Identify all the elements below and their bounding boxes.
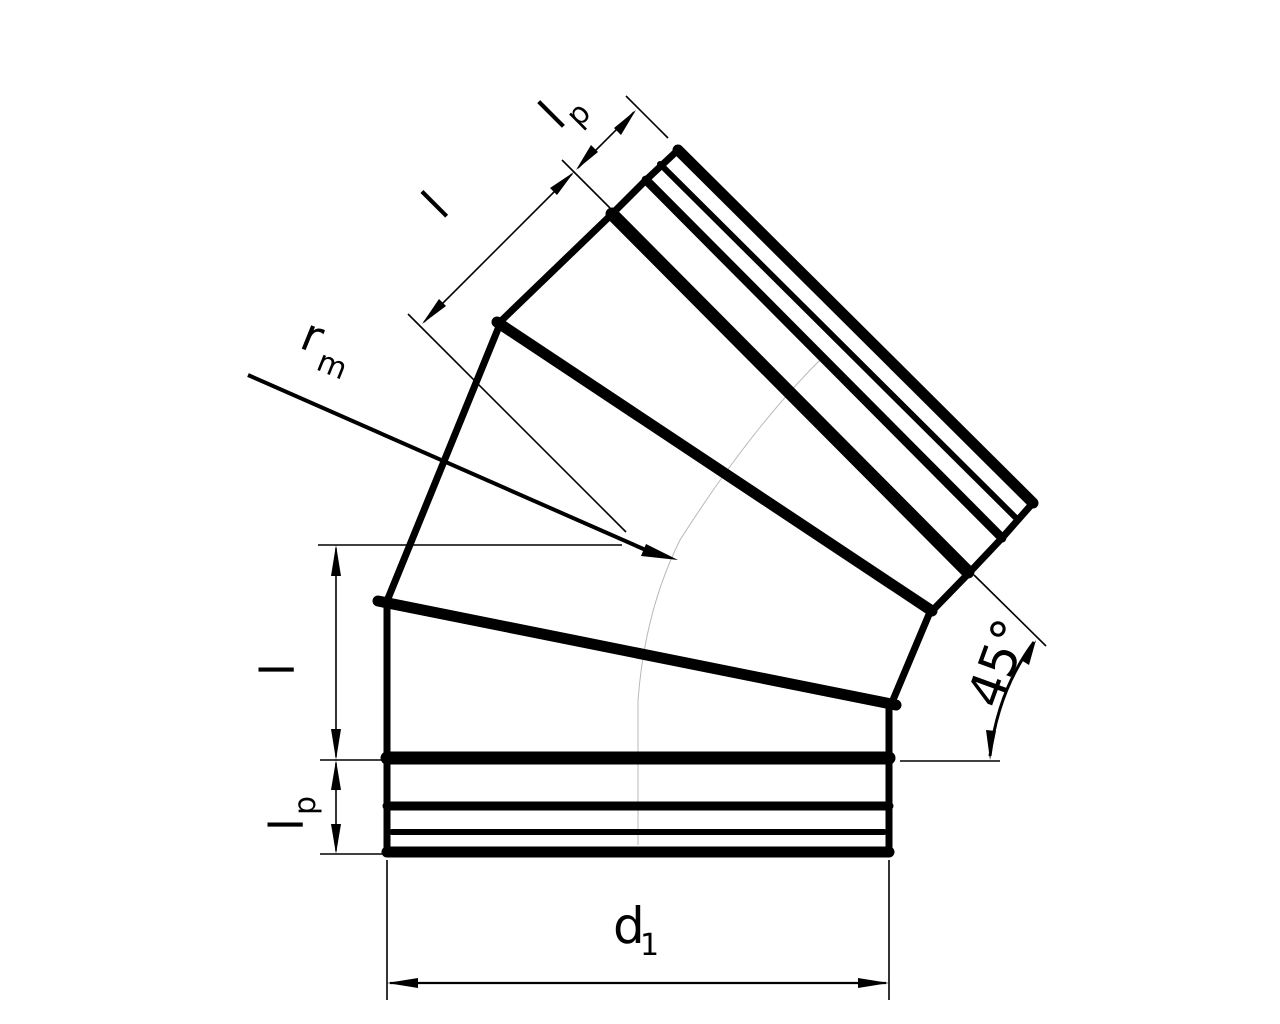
seam-upper xyxy=(491,316,938,617)
middle-right-wall xyxy=(889,608,934,704)
lower-socket xyxy=(380,599,896,858)
label-d1-sub: 1 xyxy=(640,928,659,963)
dimension-d1 xyxy=(386,860,890,1000)
label-l-vertical: l xyxy=(251,663,305,676)
upper-socket xyxy=(496,144,1039,615)
dimension-l-vertical xyxy=(318,544,622,761)
label-angle: 45° xyxy=(956,612,1041,715)
dimension-angle xyxy=(900,574,1047,762)
label-lp-vertical-sub: p xyxy=(288,796,323,815)
label-d1: d xyxy=(613,897,645,955)
dimension-rm xyxy=(247,373,678,560)
label-l-upper: l xyxy=(412,181,459,228)
seam-lower xyxy=(372,595,902,711)
label-rm-sub: m xyxy=(312,344,352,387)
label-lp-vertical: l xyxy=(260,818,314,831)
dimension-l-upper xyxy=(407,159,627,533)
dimension-lp-vertical xyxy=(320,760,382,855)
dimension-lp-upper xyxy=(576,95,669,170)
